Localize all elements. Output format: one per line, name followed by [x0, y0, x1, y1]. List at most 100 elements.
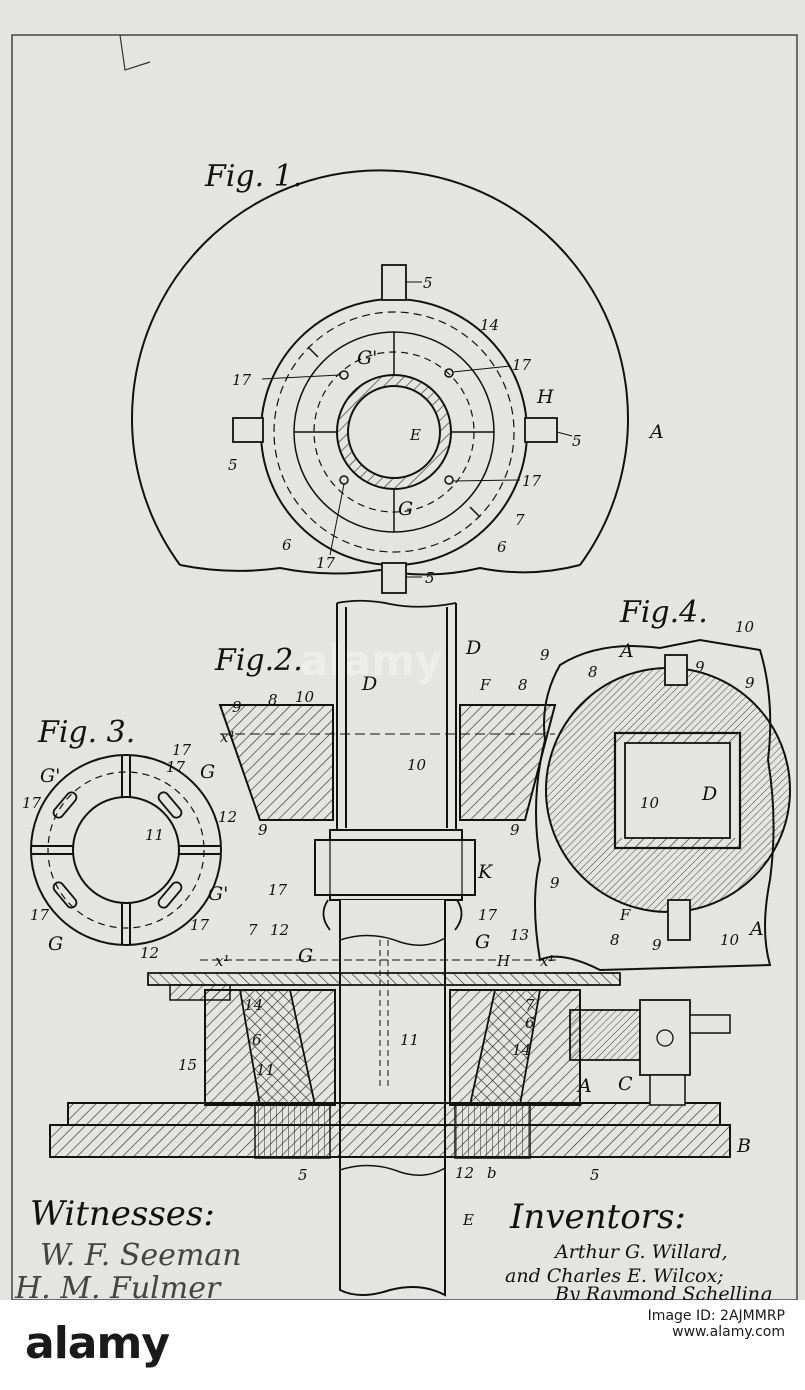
fig-1-shaft-e [347, 385, 441, 479]
fig-2-tube-d [336, 603, 457, 830]
fig-1-hatch [394, 432, 451, 489]
watermark: alamy [300, 636, 442, 685]
fig-4-label-10: 10 [640, 794, 660, 812]
fig-3-label-17: 17 [22, 794, 42, 812]
fig-1-label-5: 5 [425, 569, 435, 587]
fig-2-label-d: D [465, 637, 481, 659]
fig-2-title: Fig.2. [214, 643, 303, 678]
fig-3-label-g: G [48, 933, 63, 955]
svg-text:alamy: alamy [300, 636, 442, 685]
fig-4-key-bottom [667, 899, 691, 941]
fig-2-label-g: G [475, 931, 490, 953]
fig-2-label-c: C [618, 1073, 633, 1095]
fig-2-label-17: 17 [478, 906, 498, 924]
fig-2-shaft-e [339, 900, 446, 1297]
fig-1-label-5: 5 [572, 432, 582, 450]
witness-signature-2: H. M. Fulmer [14, 1271, 222, 1300]
fig-3-outer-ring [30, 754, 222, 946]
fig-4-label-8: 8 [610, 931, 620, 949]
figure-2: Fig.2. 10 D D F 8 9 9 8 10 x⁴ 9 9 K [49, 599, 751, 1297]
fig-3-label-17: 17 [190, 916, 210, 934]
fig-2-label-e: E [462, 1211, 474, 1229]
fig-4-label-9: 9 [695, 658, 705, 676]
fig-2-label-17: 17 [268, 881, 288, 899]
fig-2-label-12: 12 [455, 1164, 474, 1182]
fig-1-label-e: E [409, 426, 421, 444]
attorney-line: By Raymond Schelling [554, 1283, 772, 1300]
fig-4-label-8: 8 [588, 663, 598, 681]
fig-2-label-14: 14 [244, 996, 263, 1014]
fig-2-label-5: 5 [298, 1166, 308, 1184]
fig-1-label-17: 17 [316, 554, 336, 572]
fig-1-key-left [232, 417, 264, 443]
fig-2-label-13: 13 [510, 926, 529, 944]
figure-1: Fig. 1. 5 14 G' 17 17 H E [131, 159, 664, 594]
site-url: www.alamy.com [672, 1324, 785, 1340]
fig-2-label-g: G [298, 945, 313, 967]
patent-drawing: alamy Fig. 1. 5 14 G' 17 [11, 34, 798, 1300]
fig-1-label-5: 5 [423, 274, 433, 292]
fig-2-label-k: K [477, 861, 494, 883]
witnesses-heading: Witnesses: [30, 1194, 215, 1234]
sheet-mark [119, 34, 151, 71]
fig-3-inner-ring [72, 796, 180, 904]
fig-4-housing-a [534, 638, 775, 972]
fig-4-label-9: 9 [745, 674, 755, 692]
sheet-border [11, 34, 798, 1300]
fig-4-label-f: F [619, 906, 631, 924]
fig-2-label-7: 7 [525, 996, 535, 1014]
fig-2-label-h: H [496, 952, 511, 970]
fig-1-label-7: 7 [515, 511, 525, 529]
fig-1-dashed-ring-7 [273, 311, 515, 553]
fig-2-label-b: B [736, 1135, 751, 1157]
fig-3-label-17: 17 [166, 758, 186, 776]
figure-3: Fig. 3. G' 17 17 17 G 12 11 G' 17 17 G 1… [22, 715, 237, 962]
fig-2-label-10: 10 [295, 688, 315, 706]
fig-3-label-17: 17 [30, 906, 50, 924]
fig-1-key-bottom [381, 562, 407, 594]
fig-2-label-f: F [479, 676, 491, 694]
fig-4-label-9: 9 [652, 936, 662, 954]
fig-2-label-8: 8 [268, 691, 278, 709]
fig-2-label-9: 9 [510, 821, 520, 839]
fig-1-key-top [381, 264, 407, 301]
fig-3-title: Fig. 3. [37, 715, 135, 750]
fig-2-label-9: 9 [258, 821, 268, 839]
fig-4-title: Fig.4. [619, 595, 708, 630]
fig-1-housing-a [131, 169, 629, 566]
fig-2-drive-gear-c [569, 999, 731, 1106]
fig-2-label-6: 6 [525, 1014, 535, 1032]
fig-2-label-11: 11 [400, 1031, 419, 1049]
fig-1-label-6: 6 [282, 536, 292, 554]
fig-2-label-8: 8 [518, 676, 528, 694]
fig-1-label-g1: G' [357, 347, 377, 369]
fig-3-label-g1: G' [40, 765, 60, 787]
fig-2-label-x4: x⁴ [220, 728, 234, 746]
fig-2-label-5: 5 [590, 1166, 600, 1184]
fig-4-label-d: D [701, 783, 717, 805]
fig-1-label-17: 17 [522, 472, 542, 490]
fig-2-label-d: D [361, 673, 377, 695]
fig-1-label-a: A [648, 421, 664, 443]
fig-4-key-top [664, 654, 688, 686]
fig-3-label-11: 11 [145, 826, 164, 844]
fig-2-collar-left [218, 704, 334, 821]
fig-1-label-6: 6 [497, 538, 507, 556]
fig-2-base-b [49, 1124, 731, 1158]
fig-2-label-10: 10 [407, 756, 427, 774]
fig-2-label-12: 12 [270, 921, 289, 939]
fig-1-label-h: H [536, 386, 554, 408]
fig-2-label-11: 11 [256, 1061, 275, 1079]
inventor-line-1: Arthur G. Willard, [553, 1241, 728, 1263]
alamy-logo: alamy [25, 1318, 170, 1369]
fig-2-label-7: 7 [248, 921, 258, 939]
fig-2-label-9: 9 [540, 646, 550, 664]
inventors-heading: Inventors: [509, 1197, 686, 1237]
fig-2-label-6: 6 [252, 1031, 262, 1049]
fig-4-label-10: 10 [720, 931, 740, 949]
fig-2-top-plate [147, 972, 621, 986]
fig-1-label-g: G [398, 498, 413, 520]
fig-2-label-x1: x¹ [540, 952, 554, 970]
fig-1-hatch [337, 375, 394, 432]
figure-4: Fig.4. 8 A 9 10 9 D 10 9 F 8 9 10 A [534, 595, 791, 972]
